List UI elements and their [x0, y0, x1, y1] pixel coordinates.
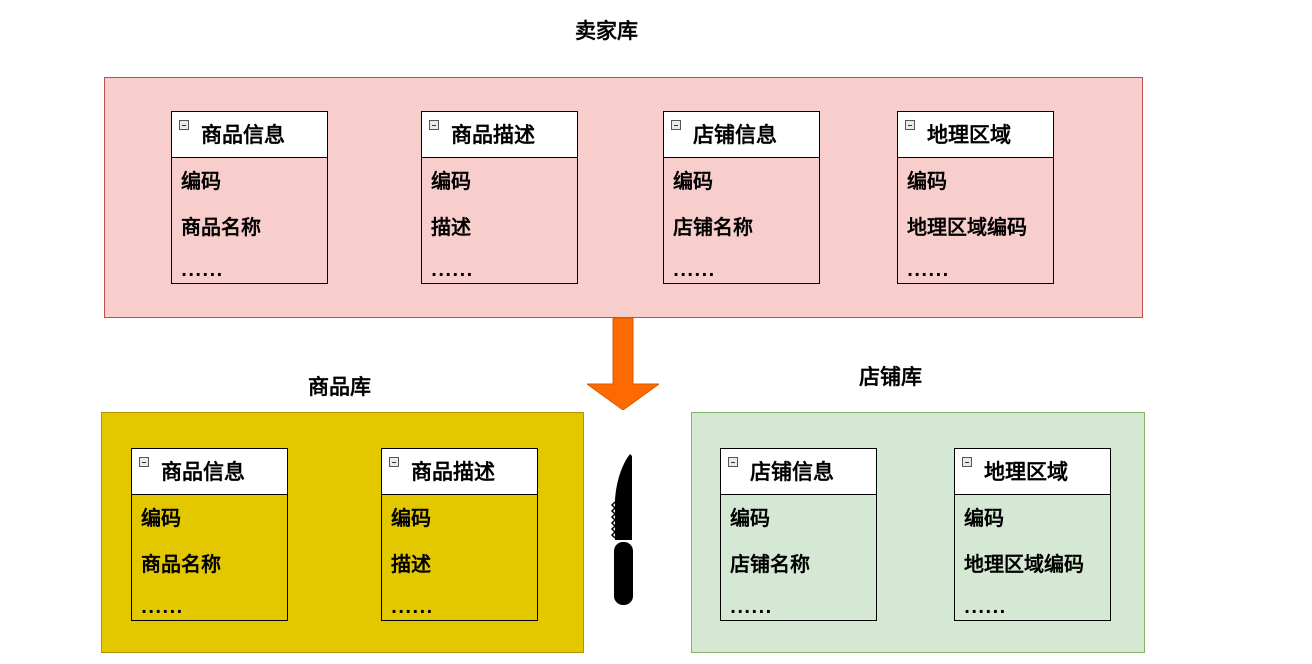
field-row: 店铺名称: [730, 552, 810, 576]
field-row: 编码: [431, 169, 471, 193]
shop-db-container: 店铺信息 编码 店铺名称 ...... 地理区域 编码 地理区域编码 .....…: [691, 412, 1145, 653]
entity-header: 地理区域: [955, 449, 1110, 495]
field-row-ellipsis: ......: [141, 598, 184, 617]
entity-title: 商品信息: [161, 460, 245, 484]
entity-header: 商品描述: [382, 449, 537, 495]
field-row: 编码: [391, 506, 431, 530]
entity-title: 店铺信息: [693, 123, 777, 147]
field-row: 商品名称: [181, 215, 261, 239]
field-row: 商品名称: [141, 552, 221, 576]
goods-db-title: 商品库: [308, 375, 371, 399]
collapse-icon[interactable]: [728, 457, 738, 467]
collapse-icon[interactable]: [389, 457, 399, 467]
field-row-ellipsis: ......: [431, 261, 474, 280]
field-row-ellipsis: ......: [964, 598, 1007, 617]
entity-goods-desc[interactable]: 商品描述 编码 描述 ......: [421, 111, 578, 284]
entity-title: 地理区域: [984, 460, 1068, 484]
field-row: 地理区域编码: [907, 215, 1027, 239]
field-row-ellipsis: ......: [181, 261, 224, 280]
entity-geo-region[interactable]: 地理区域 编码 地理区域编码 ......: [954, 448, 1111, 621]
collapse-icon[interactable]: [429, 120, 439, 130]
field-row: 编码: [730, 506, 770, 530]
entity-header: 商品信息: [172, 112, 327, 158]
collapse-icon[interactable]: [962, 457, 972, 467]
field-row-ellipsis: ......: [391, 598, 434, 617]
down-arrow-icon: [587, 318, 659, 410]
field-row: 描述: [431, 215, 471, 239]
entity-title: 地理区域: [927, 123, 1011, 147]
entity-geo-region[interactable]: 地理区域 编码 地理区域编码 ......: [897, 111, 1054, 284]
field-row-ellipsis: ......: [907, 261, 950, 280]
entity-header: 地理区域: [898, 112, 1053, 158]
field-row: 地理区域编码: [964, 552, 1084, 576]
entity-header: 商品信息: [132, 449, 287, 495]
entity-header: 店铺信息: [664, 112, 819, 158]
field-row: 编码: [141, 506, 181, 530]
entity-header: 商品描述: [422, 112, 577, 158]
field-row-ellipsis: ......: [673, 261, 716, 280]
collapse-icon[interactable]: [179, 120, 189, 130]
entity-goods-desc[interactable]: 商品描述 编码 描述 ......: [381, 448, 538, 621]
goods-db-container: 商品信息 编码 商品名称 ...... 商品描述 编码 描述 ......: [101, 412, 584, 653]
field-row: 编码: [673, 169, 713, 193]
field-row: 店铺名称: [673, 215, 753, 239]
entity-title: 商品描述: [411, 460, 495, 484]
entity-header: 店铺信息: [721, 449, 876, 495]
field-row: 编码: [964, 506, 1004, 530]
seller-db-container: 商品信息 编码 商品名称 ...... 商品描述 编码 描述 ...... 店铺…: [104, 77, 1143, 318]
field-row-ellipsis: ......: [730, 598, 773, 617]
seller-db-title: 卖家库: [575, 19, 638, 43]
knife-icon: [610, 454, 633, 605]
collapse-icon[interactable]: [905, 120, 915, 130]
collapse-icon[interactable]: [139, 457, 149, 467]
field-row: 描述: [391, 552, 431, 576]
entity-shop-info[interactable]: 店铺信息 编码 店铺名称 ......: [720, 448, 877, 621]
entity-title: 商品描述: [451, 123, 535, 147]
shop-db-title: 店铺库: [859, 365, 922, 389]
field-row: 编码: [181, 169, 221, 193]
collapse-icon[interactable]: [671, 120, 681, 130]
entity-title: 店铺信息: [750, 460, 834, 484]
entity-goods-info[interactable]: 商品信息 编码 商品名称 ......: [131, 448, 288, 621]
entity-goods-info[interactable]: 商品信息 编码 商品名称 ......: [171, 111, 328, 284]
entity-shop-info[interactable]: 店铺信息 编码 店铺名称 ......: [663, 111, 820, 284]
entity-title: 商品信息: [201, 123, 285, 147]
field-row: 编码: [907, 169, 947, 193]
